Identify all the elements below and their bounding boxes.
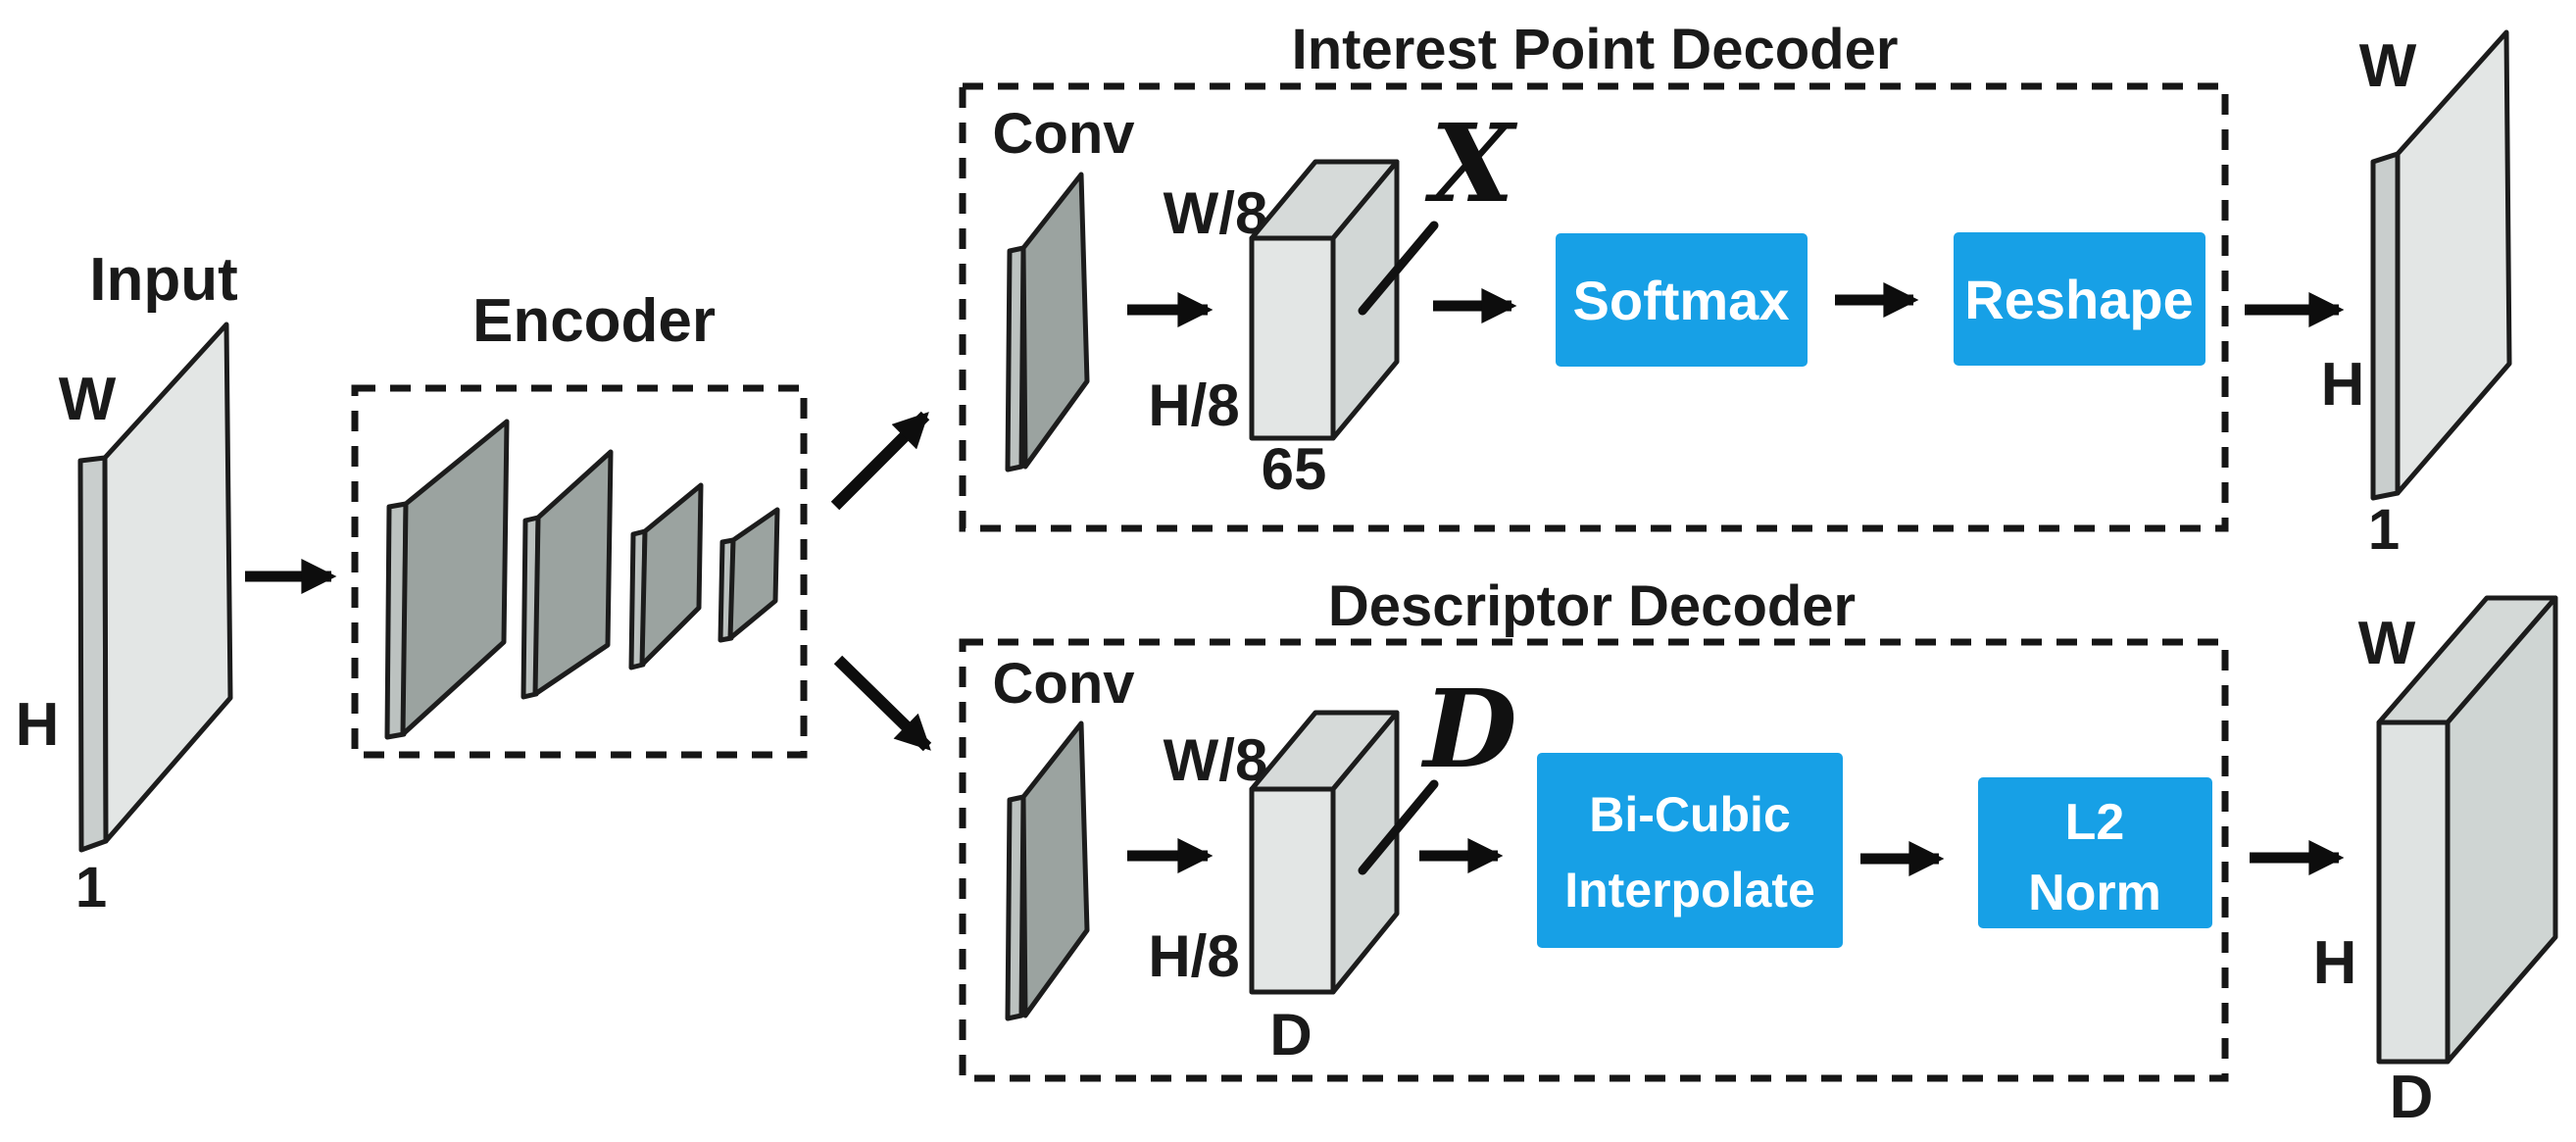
descriptor-decoder-group: Descriptor Decoder Conv W/8 H/8 D D Bi-C…: [959, 574, 2558, 1131]
input-plane-side: [77, 455, 109, 853]
dd-tensor-depth-label: D: [1269, 1002, 1312, 1068]
interest-point-decoder-title: Interest Point Decoder: [1292, 18, 1899, 81]
encoder-plane-4-face: [727, 507, 780, 641]
ipd-tensor-symbol-slash: [1358, 221, 1439, 316]
ipd-tensor-symbol-script-x: X: [1424, 100, 1517, 226]
ipd-conv-plane-side: [1005, 245, 1026, 472]
bicubic-interpolate-box: [1537, 753, 1843, 948]
dd-output-height-label: H: [2313, 929, 2357, 997]
ipd-output-width-label: W: [2359, 32, 2417, 100]
input-height-label: H: [16, 691, 60, 759]
encoder-group: Encoder: [351, 287, 932, 759]
dd-conv-label: Conv: [993, 652, 1135, 716]
dd-conv-plane-face: [1020, 720, 1090, 1018]
ipd-conv-plane-face: [1020, 172, 1090, 470]
bicubic-interpolate-label-line1: Bi-Cubic: [1589, 787, 1791, 842]
dd-output-slab-front-face: [2376, 720, 2451, 1065]
input-plane-face: [102, 322, 233, 844]
l2-norm-box: [1978, 777, 2212, 928]
ipd-output-height-label: H: [2321, 351, 2365, 419]
input-depth-label: 1: [75, 856, 107, 919]
ipd-output-depth-label: 1: [2368, 498, 2400, 562]
ipd-conv-label: Conv: [993, 102, 1135, 166]
dd-tensor-height-label: H/8: [1148, 923, 1239, 989]
input-group: Input W H 1: [16, 246, 337, 919]
ipd-output-plane-face: [2395, 29, 2512, 496]
encoder-dashed-box: [351, 384, 808, 759]
dd-conv-plane-side: [1005, 794, 1026, 1021]
arrow-encoder-to-descriptor: [833, 655, 932, 752]
reshape-label: Reshape: [1964, 269, 2193, 330]
arrow-encoder-to-interest-point: [830, 411, 930, 511]
descriptor-decoder-dashed-box: [959, 638, 2229, 1082]
ipd-tensor-depth-label: 65: [1262, 436, 1327, 502]
dd-tensor-width-label: W/8: [1164, 727, 1268, 793]
softmax-box: [1556, 233, 1808, 367]
dd-tensor-front-face: [1249, 786, 1336, 995]
bicubic-interpolate-label-line2: Interpolate: [1564, 863, 1815, 918]
input-width-label: W: [59, 366, 117, 433]
encoder-plane-1-face: [400, 419, 510, 737]
input-title: Input: [89, 246, 238, 314]
interest-point-decoder-group: Interest Point Decoder Conv W/8 H/8 65 X…: [959, 18, 2512, 562]
dd-output-depth-label: D: [2390, 1064, 2434, 1131]
encoder-plane-2-face: [532, 449, 614, 697]
ipd-tensor-width-label: W/8: [1164, 180, 1268, 246]
encoder-plane-3-face: [639, 482, 704, 668]
dd-tensor-symbol-script-d: D: [1420, 666, 1516, 792]
dd-output-width-label: W: [2358, 610, 2416, 677]
encoder-title: Encoder: [472, 287, 716, 355]
ipd-tensor-front-face: [1249, 235, 1336, 441]
interest-point-decoder-dashed-box: [959, 82, 2229, 532]
reshape-box: [1954, 232, 2205, 366]
dd-tensor-symbol-slash: [1358, 779, 1439, 875]
l2-norm-label-line1: L2: [2065, 794, 2125, 851]
descriptor-decoder-title: Descriptor Decoder: [1328, 574, 1856, 638]
softmax-label: Softmax: [1573, 270, 1790, 331]
ipd-tensor-height-label: H/8: [1148, 372, 1239, 438]
ipd-output-plane-side: [2370, 151, 2401, 501]
l2-norm-label-line2: Norm: [2028, 865, 2161, 921]
